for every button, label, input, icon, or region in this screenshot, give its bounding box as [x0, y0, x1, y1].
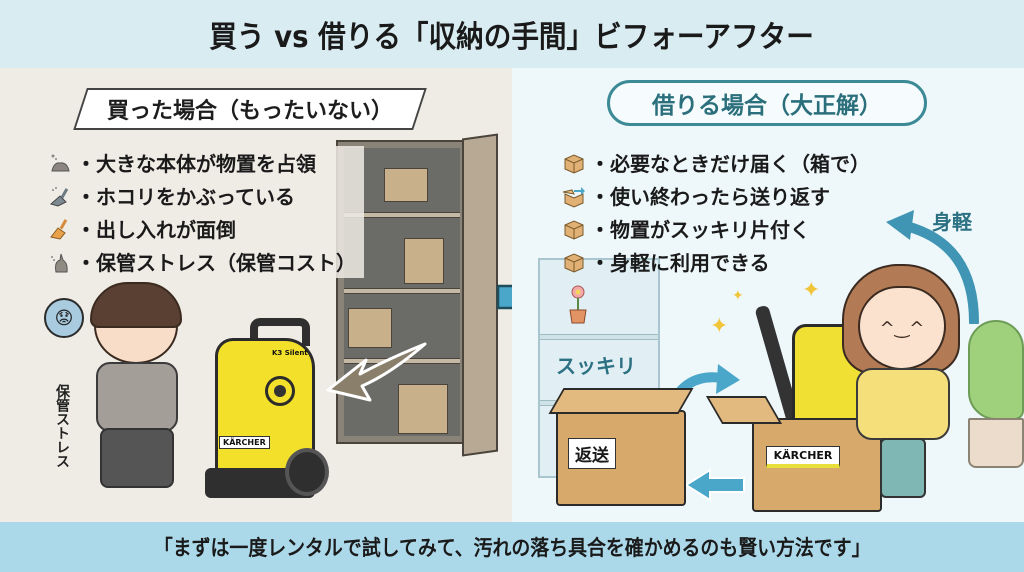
rent-panel: 借りる場合（大正解） ・必要なときだけ届く（箱で） ・使い終わったら送り返す ・…: [512, 68, 1024, 522]
brand-label: KÄRCHER: [219, 436, 270, 449]
page-title: 買う vs 借りる「収納の手間」ビフォーアフター: [209, 20, 815, 55]
struggling-boy-illustration: [80, 282, 210, 508]
dustpan-icon: [48, 184, 72, 208]
return-arrow-icon: [684, 468, 745, 502]
open-box-arrow-icon: [562, 184, 586, 208]
header-banner: 買う vs 借りる「収納の手間」ビフォーアフター: [0, 0, 1024, 68]
broom-icon: [48, 217, 72, 241]
delivery-box: KÄRCHER: [705, 396, 939, 512]
box-icon: [562, 217, 586, 241]
list-item: ・ホコリをかぶっている: [48, 179, 356, 212]
stress-label: 保管ストレス: [54, 384, 70, 468]
rent-panel-title: 借りる場合（大正解）: [607, 80, 927, 126]
worried-face-bubble: 😟: [44, 298, 84, 338]
return-box: 返送: [548, 388, 694, 506]
upward-curved-arrow-icon: [886, 210, 979, 324]
buy-panel: 買った場合（もったいない） ・大きな本体が物置を占領 ・ホコリをかぶっている ・…: [0, 68, 512, 522]
curved-arrow-left-icon: [326, 342, 427, 402]
list-item: ・保管ストレス（保管コスト）: [48, 245, 356, 278]
happy-girl-illustration: ^‿^: [842, 264, 972, 504]
footer-tip-banner: 「まずは一度レンタルで試してみて、汚れの落ち具合を確かめるのも賢い方法です」: [0, 522, 1024, 572]
sukkiri-label: スッキリ: [556, 354, 636, 378]
list-item: ・物置がスッキリ片付く: [562, 212, 870, 245]
list-item: ・使い終わったら送り返す: [562, 179, 870, 212]
list-item: ・出し入れが面倒: [48, 212, 356, 245]
list-item: ・必要なときだけ届く（箱で）: [562, 146, 870, 179]
cabinet-door: [462, 133, 498, 457]
flower-pot-icon: [569, 285, 587, 324]
sparkle-icon: ✦: [802, 278, 821, 303]
model-label: K3 Silent: [272, 349, 308, 357]
potted-plant-illustration: [962, 320, 1024, 470]
buy-panel-title-text: 買った場合（もったいない）: [106, 99, 393, 124]
dusty-bag-icon: [48, 250, 72, 274]
box-icon: [562, 151, 586, 175]
sparkle-icon: ✦: [732, 288, 744, 304]
list-item: ・身軽に利用できる: [562, 245, 870, 278]
box-icon: [562, 250, 586, 274]
rent-benefits-list: ・必要なときだけ届く（箱で） ・使い終わったら送り返す ・物置がスッキリ片付く …: [562, 146, 870, 278]
dust-pile-icon: [48, 151, 72, 175]
return-box-label: 返送: [568, 438, 616, 469]
buy-panel-title: 買った場合（もったいない）: [73, 88, 427, 130]
delivery-box-brand: KÄRCHER: [766, 446, 840, 468]
list-item: ・大きな本体が物置を占領: [48, 146, 356, 179]
footer-tip-text: 「まずは一度レンタルで試してみて、汚れの落ち具合を確かめるのも賢い方法です」: [153, 536, 871, 560]
sparkle-icon: ✦: [710, 314, 729, 339]
pressure-washer-illustration: KÄRCHER K3 Silent: [205, 318, 329, 498]
mikaru-label: 身軽: [932, 210, 972, 234]
buy-drawbacks-list: ・大きな本体が物置を占領 ・ホコリをかぶっている ・出し入れが面倒 ・保管ストレ…: [48, 146, 364, 278]
